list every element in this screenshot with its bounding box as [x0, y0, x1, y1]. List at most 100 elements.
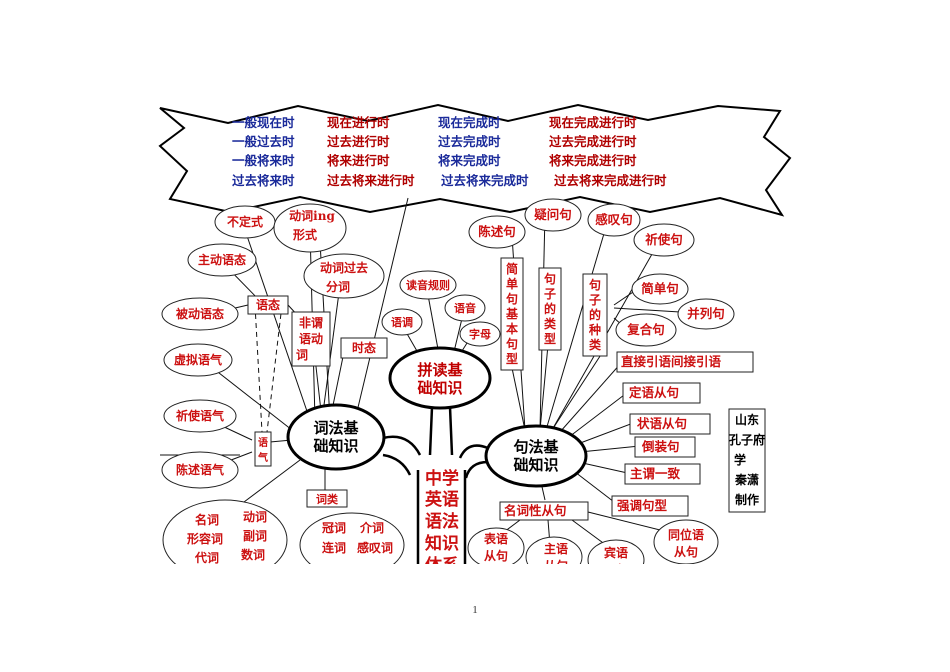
syntax-node [484, 424, 588, 488]
tense-future-continuous: 将来进行时 [327, 153, 390, 168]
intonation-label: 语调 [391, 315, 413, 329]
non-finite-label-3: 词 [296, 348, 308, 362]
sentence-types-5: 型 [544, 331, 556, 346]
tense-speech-bubble [158, 103, 792, 217]
tense-past-future: 过去将来时 [232, 173, 295, 188]
appositive-clause-2: 从句 [674, 544, 698, 559]
gerund-label-2: 形式 [293, 227, 317, 242]
center-title-2: 英语 [425, 489, 459, 510]
imperative-mood-label: 祈使语气 [176, 408, 224, 423]
sentence-kinds-1: 句 [589, 277, 601, 292]
credit-line-2: 孔子府 [729, 432, 765, 447]
morphology-label-1: 词法基 [313, 419, 359, 437]
adverbial-clause-label: 状语从句 [637, 416, 687, 431]
word-article: 冠词 [322, 521, 346, 535]
simple-sentence-label: 简单句 [641, 281, 679, 296]
interrogative-label: 疑问句 [534, 207, 572, 222]
sentence-kinds-3: 的 [589, 307, 601, 322]
passive-voice-label: 被动语态 [176, 306, 224, 321]
morphology-node [286, 403, 386, 471]
label-boxes [247, 257, 766, 521]
sentence-types-3: 的 [544, 301, 556, 316]
syntax-clause-labels: 直接引语间接引语 定语从句 状语从句 倒装句 主谓一致 强调句型 名词性从句 [504, 354, 722, 518]
center-title-3: 语法 [425, 511, 459, 532]
phonics-label-2: 础知识 [417, 379, 462, 397]
phonetics-label: 语音 [454, 301, 476, 315]
center-title-1: 中学 [425, 468, 459, 489]
tense-present-perfect: 现在完成时 [438, 115, 501, 130]
credit-line-1: 山东 [735, 412, 759, 427]
center-title-5: 体系 [425, 555, 459, 576]
tense-past-future-continuous: 过去将来进行时 [327, 173, 415, 188]
credit-line-5: 制作 [735, 492, 759, 507]
non-finite-label-1: 非谓 [299, 315, 323, 330]
word-conjunction: 连词 [322, 540, 346, 555]
voice-label: 语态 [256, 297, 280, 312]
tense-past-future-perfect-continuous: 过去将来完成进行时 [554, 173, 667, 188]
sentence-types-4: 类 [544, 316, 557, 331]
syntax-branch: 陈述句 疑问句 感叹句 祈使句 简单句 并列句 复合句 [478, 207, 725, 337]
tense-simple-present: 一般现在时 [232, 115, 295, 130]
pronunciation-rules-label: 读音规则 [406, 278, 450, 292]
trunk-lines [382, 406, 489, 564]
syntax-vertical-labels: 简 单 句 基 本 句 型 句 子 的 类 型 句 子 的 种 类 [505, 261, 602, 366]
agreement-label: 主谓一致 [630, 466, 681, 481]
basic-patterns-2: 单 [506, 276, 518, 291]
center-title: 中学 英语 语法 知识 体系 [424, 468, 459, 576]
basic-patterns-5: 本 [506, 321, 518, 336]
sentence-kinds-2: 子 [589, 293, 601, 307]
subject-clause-1: 主语 [544, 541, 568, 556]
basic-patterns-4: 基 [505, 306, 519, 321]
reported-speech-label: 直接引语间接引语 [621, 354, 722, 369]
tense-past-future-perfect: 过去将来完成时 [441, 173, 529, 188]
past-participle-label-1: 动词过去 [320, 260, 368, 275]
sentence-types-1: 句 [544, 271, 556, 286]
word-class-label: 词类 [316, 492, 339, 506]
compound-sentence-label: 并列句 [687, 306, 725, 321]
tense-present-perfect-continuous: 现在完成进行时 [549, 115, 637, 130]
main-node-texts: 词法基 础知识 拼读基 础知识 句法基 础知识 [313, 361, 559, 474]
tense-simple-future: 一般将来时 [232, 153, 295, 168]
word-adjective: 形容词 [187, 531, 223, 546]
noun-clause-types: 表语 从句 主语 从句 宾语 从句 同位语 从句 [483, 527, 704, 577]
mood-label-2: 气 [257, 451, 268, 464]
word-pronoun: 代词 [194, 550, 219, 565]
basic-patterns-6: 句 [506, 336, 518, 351]
tense-future-perfect: 将来完成时 [438, 153, 501, 168]
morphology-label-2: 础知识 [313, 437, 358, 455]
sentence-types-2: 子 [544, 287, 556, 301]
tense-list: 一般现在时 现在进行时 现在完成时 现在完成进行时 一般过去时 过去进行时 过去… [232, 115, 667, 188]
syntax-label-1: 句法基 [513, 438, 559, 456]
declarative-label: 陈述句 [478, 224, 516, 239]
page-number: 1 [472, 604, 478, 616]
object-clause-1: 宾语 [604, 545, 628, 560]
word-adverb: 副词 [243, 528, 267, 543]
syntax-label-2: 础知识 [513, 456, 558, 474]
word-numeral: 数词 [241, 547, 265, 562]
attributive-clause-label: 定语从句 [628, 385, 679, 400]
appositive-clause-1: 同位语 [668, 527, 704, 542]
word-verb: 动词 [243, 510, 267, 524]
tense-past-perfect: 过去完成时 [438, 134, 501, 149]
word-preposition: 介词 [359, 520, 384, 535]
tense-past-perfect-continuous: 过去完成进行时 [549, 134, 637, 149]
exclamatory-label: 感叹句 [595, 212, 633, 227]
tense-present-continuous: 现在进行时 [327, 115, 390, 130]
tense-simple-past: 一般过去时 [232, 134, 295, 149]
sentence-kinds-5: 类 [589, 337, 602, 352]
inversion-label: 倒装句 [641, 439, 680, 454]
object-clause-2: 从句 [604, 562, 628, 577]
noun-clause-label: 名词性从句 [504, 503, 567, 518]
tense-future-perfect-continuous: 将来完成进行时 [549, 153, 637, 168]
imperative-label: 祈使句 [645, 232, 683, 247]
center-title-4: 知识 [424, 533, 459, 554]
basic-patterns-7: 型 [506, 351, 518, 366]
past-participle-label-2: 分词 [326, 279, 350, 294]
predicative-clause-2: 从句 [484, 548, 508, 563]
morphology-branch: 不定式 动词ing 形式 动词过去 分词 主动语态 被动语态 语态 非谓 语动 … [174, 209, 393, 565]
cloud-shapes [161, 198, 735, 564]
mood-label-1: 语 [258, 436, 268, 449]
gerund-label-1: 动词ing [289, 209, 335, 223]
sentence-kinds-4: 种 [588, 322, 601, 337]
